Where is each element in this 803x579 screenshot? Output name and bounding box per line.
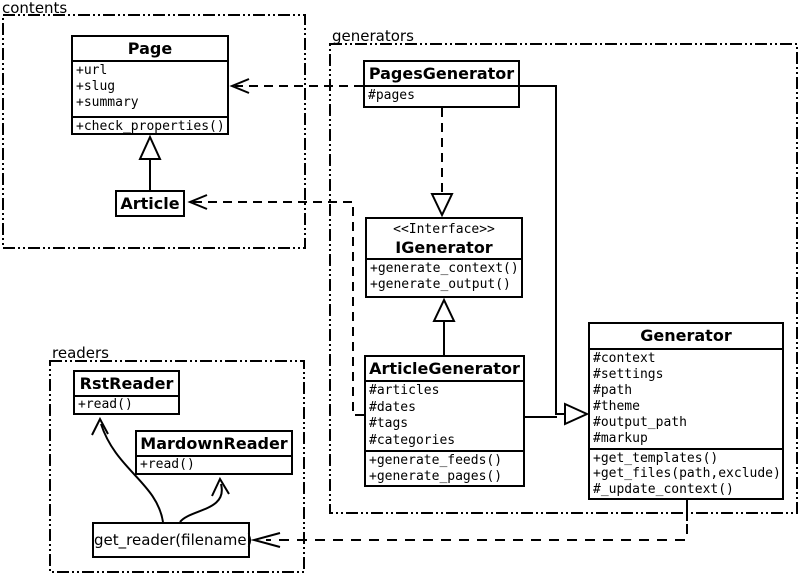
generalization-articlegenerator-to-igenerator [432,297,456,355]
attribute: #categories [369,432,456,448]
class-pages-generator: PagesGenerator #pages [363,60,520,108]
package-label-generators: generators [332,27,414,45]
dependency-generator-to-getreader [250,500,688,548]
class-page-name: Page [127,39,173,58]
class-mardown-reader-methods: +read() [137,455,291,473]
class-page-methods: +check_properties() [73,116,227,136]
class-article: Article [115,190,185,217]
attribute: #pages [368,88,415,103]
method: +check_properties() [76,119,225,134]
method: +read() [140,457,195,472]
attribute: #tags [369,416,409,431]
attribute: #markup [593,431,648,446]
attribute: #articles [369,383,440,398]
realization-pagesgenerator-to-igenerator [430,108,454,218]
attribute: +slug [76,79,116,94]
attribute: #output_path [593,415,687,430]
package-label-contents: contents [2,0,68,17]
function-get-reader: get_reader(filename) [92,522,252,558]
generalization-generators-to-generator [520,85,590,426]
class-article-generator-methods: +generate_feeds() +generate_pages() [366,450,523,485]
class-igenerator-name: IGenerator [395,238,493,257]
method: +generate_context() [370,261,519,276]
method: +get_templates() [593,451,719,466]
class-rst-reader-name: RstReader [79,374,174,393]
class-pages-generator-name: PagesGenerator [368,64,515,83]
attribute: #path [593,383,633,398]
class-mardown-reader: MardownReader +read() [135,430,293,475]
package-label-readers: readers [52,344,109,362]
attribute: +url [76,63,108,78]
method: +get_files(path,exclude) [593,466,781,482]
method: +generate_feeds() [369,453,503,468]
method: +generate_pages() [369,469,503,484]
class-generator-methods: +get_templates() +get_files(path,exclude… [590,448,782,498]
attribute: +summary [76,95,139,110]
dependency-articlegenerator-to-article [187,194,364,416]
class-article-name: Article [120,194,180,213]
class-page-attributes: +url +slug +summary [73,60,227,116]
method: +generate_output() [370,277,511,292]
class-generator-attributes: #context #settings #path #theme #output_… [590,348,782,448]
class-generator-name: Generator [640,326,732,345]
class-page: Page +url +slug +summary +check_properti… [71,35,229,135]
class-igenerator: <<Interface>> IGenerator +generate_conte… [365,217,523,298]
class-rst-reader-methods: +read() [75,395,178,413]
class-pages-generator-attributes: #pages [365,85,518,106]
class-article-generator-name: ArticleGenerator [369,359,520,378]
arrow-getreader-to-mardownreader [179,476,230,523]
method: +read() [78,397,133,412]
class-igenerator-stereotype: <<Interface>> [393,222,495,237]
attribute: #theme [593,399,640,414]
dependency-pagesgenerator-to-page [229,78,363,94]
method: #_update_context() [593,481,734,497]
class-article-generator: ArticleGenerator #articles #dates #tags … [364,355,525,487]
generalization-article-to-page [138,134,162,190]
attribute: #settings [593,367,664,382]
class-article-generator-attributes: #articles #dates #tags #categories [366,380,523,450]
class-mardown-reader-name: MardownReader [140,434,288,453]
class-igenerator-methods: +generate_context() +generate_output() [367,258,521,296]
class-generator: Generator #context #settings #path #them… [588,322,784,500]
class-rst-reader: RstReader +read() [73,370,180,415]
attribute: #dates [369,399,416,415]
attribute: #context [593,351,656,366]
